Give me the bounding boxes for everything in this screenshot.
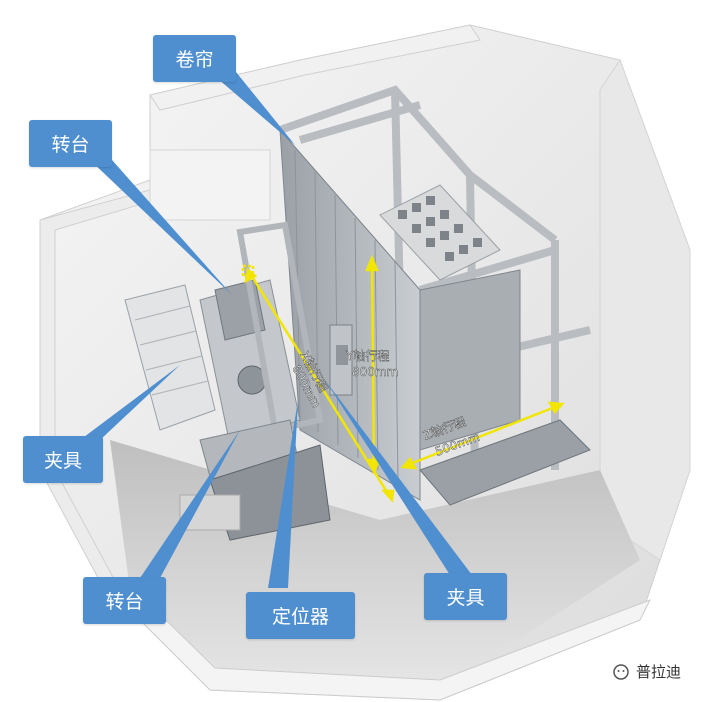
watermark-text: 普拉迪 — [636, 663, 682, 681]
turntable-fixture-assembly — [124, 221, 331, 541]
locator-post — [329, 324, 353, 396]
wechat-icon — [613, 663, 629, 680]
x-axis-arrow — [246, 269, 394, 501]
callout-turntable-top: 转台 — [29, 120, 112, 167]
callout-fixture-left: 夹具 — [23, 436, 103, 483]
callout-turntable-bottom: 转台 — [83, 577, 166, 624]
axis-markers — [241, 254, 565, 503]
callout-curtain: 卷帘 — [153, 35, 236, 82]
callout-fixture-right: 夹具 — [424, 573, 507, 620]
callout-locator: 定位器 — [246, 592, 355, 639]
y-axis-arrow — [370, 259, 376, 471]
callout-pointers — [80, 72, 472, 588]
y-axis-label: Y轴行程 — [345, 348, 389, 363]
y-axis-value: 800mm — [352, 365, 398, 379]
z-axis-arrow — [404, 403, 561, 468]
watermark: 普拉迪 — [612, 661, 681, 682]
